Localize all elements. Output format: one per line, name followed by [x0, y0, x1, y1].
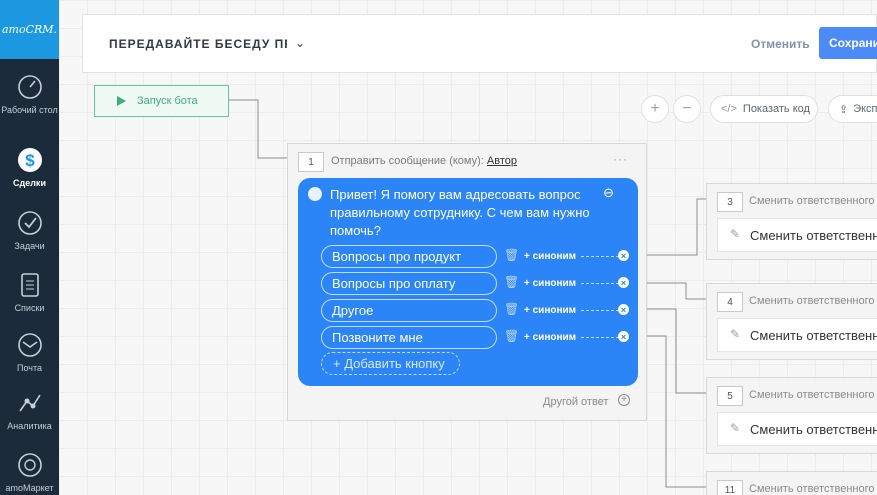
pencil-icon: ✎ — [730, 327, 741, 341]
dashboard-icon — [17, 75, 42, 99]
deals-dollar-icon: $ — [17, 148, 42, 172]
node-title-prefix: Отправить сообщение (кому): — [331, 155, 484, 167]
bot-button-product[interactable]: Вопросы про продукт — [321, 245, 497, 268]
svg-text:$: $ — [25, 151, 35, 170]
action-row[interactable]: ✎ Сменить ответственного — [717, 412, 877, 446]
nav-item-dashboard[interactable]: Рабочий стол — [0, 73, 59, 116]
cancel-button[interactable]: Отменить — [751, 37, 810, 51]
add-synonym-button[interactable]: + синоним — [524, 332, 577, 343]
plus-icon: + — [333, 356, 345, 371]
nav-item-market[interactable]: amoМаркет — [0, 451, 59, 494]
nav-item-mail[interactable]: Почта — [0, 331, 59, 374]
add-button-button[interactable]: + Добавить кнопку — [321, 352, 460, 375]
save-button[interactable]: Сохранить — [819, 27, 877, 59]
nav-label-market: amoМаркет — [5, 483, 54, 493]
mail-icon — [17, 333, 42, 357]
recipient-link[interactable]: Автор — [486, 155, 517, 167]
connector-dash — [581, 283, 619, 284]
trash-icon[interactable]: 🗑 — [504, 329, 520, 343]
trash-icon[interactable]: 🗑 — [504, 248, 520, 262]
message-bubble[interactable]: Привет! Я помогу вам адресовать вопрос п… — [298, 178, 638, 386]
send-message-node[interactable]: 1 Отправить сообщение (кому): Автор ··· … — [287, 143, 647, 421]
message-text[interactable]: Привет! Я помогу вам адресовать вопрос п… — [330, 187, 590, 238]
export-icon: ⇪ — [839, 103, 849, 116]
bot-header: ПЕРЕДАВАЙТЕ БЕСЕДУ ПРАВИЛЬНЫМ ⌄ Отменить… — [82, 14, 877, 73]
trash-icon[interactable]: 🗑 — [504, 302, 520, 316]
nav-item-tasks[interactable]: Задачи — [0, 209, 59, 252]
node-title: Отправить сообщение (кому): Автор — [331, 155, 517, 167]
bot-button-other[interactable]: Другое — [321, 299, 497, 322]
zoom-in-button[interactable]: + — [641, 95, 669, 123]
nav-item-deals[interactable]: $ Сделки — [0, 146, 59, 189]
play-icon — [117, 96, 126, 106]
connector-handle-icon[interactable]: × — [618, 304, 629, 315]
show-code-label: Показать код — [742, 103, 810, 115]
nav-label-analytics: Аналитика — [7, 421, 52, 431]
change-responsible-node[interactable]: 3 Сменить ответственного ✎ Сменить ответ… — [706, 183, 877, 260]
node-number: 5 — [717, 386, 743, 406]
nav-item-lists[interactable]: Списки — [0, 271, 59, 314]
node-number: 4 — [717, 292, 743, 312]
action-row[interactable]: ✎ Сменить ответственного — [717, 318, 877, 352]
node-title: Сменить ответственного — [749, 295, 875, 307]
add-synonym-button[interactable]: + синоним — [524, 305, 577, 316]
action-row[interactable]: ✎ Сменить ответственного — [717, 218, 877, 252]
add-circle-icon[interactable]: + — [618, 394, 630, 406]
node-title: Сменить ответственного — [749, 389, 875, 401]
code-icon: </> — [721, 103, 737, 115]
node-title: Сменить ответственного — [749, 195, 875, 207]
nav-item-analytics[interactable]: Аналитика — [0, 389, 59, 432]
node-number: 3 — [717, 192, 743, 212]
action-label: Сменить ответственного — [750, 228, 877, 243]
nav-label-deals: Сделки — [13, 178, 46, 188]
node-menu-icon[interactable]: ··· — [613, 152, 628, 166]
nav-label-dashboard: Рабочий стол — [1, 105, 58, 115]
zoom-out-button[interactable]: − — [673, 95, 701, 123]
export-button[interactable]: ⇪ Экспорт — [828, 95, 877, 123]
chevron-down-icon[interactable]: ⌄ — [295, 36, 306, 50]
action-label: Сменить ответственного — [750, 422, 877, 437]
analytics-icon — [18, 394, 41, 412]
tasks-check-icon — [17, 211, 42, 235]
market-icon — [17, 453, 42, 477]
change-responsible-node[interactable]: 11 Сменить ответственного — [706, 471, 877, 495]
connector-dash — [581, 256, 619, 257]
bot-avatar-icon — [308, 187, 322, 201]
add-synonym-button[interactable]: + синоним — [524, 278, 577, 289]
attachment-icon[interactable]: ⊘ — [599, 183, 618, 202]
show-code-button[interactable]: </> Показать код — [710, 95, 818, 123]
other-answer-label[interactable]: Другой ответ — [543, 396, 609, 408]
change-responsible-node[interactable]: 5 Сменить ответственного ✎ Сменить ответ… — [706, 377, 877, 454]
start-bot-label: Запуск бота — [137, 95, 198, 107]
connector-handle-icon[interactable]: × — [618, 250, 629, 261]
nav-label-tasks: Задачи — [14, 241, 45, 251]
add-button-label: Добавить кнопку — [344, 356, 445, 371]
left-nav: amoCRM. Рабочий стол $ Сделки Задачи Спи… — [0, 0, 59, 495]
node-number: 11 — [717, 480, 743, 495]
connector-dash — [581, 337, 619, 338]
bot-button-call-me[interactable]: Позвоните мне — [321, 326, 497, 349]
pencil-icon: ✎ — [730, 421, 741, 435]
lists-icon — [20, 273, 39, 297]
nav-label-lists: Списки — [14, 303, 45, 313]
connector-handle-icon[interactable]: × — [618, 277, 629, 288]
pencil-icon: ✎ — [730, 227, 741, 241]
bot-title[interactable]: ПЕРЕДАВАЙТЕ БЕСЕДУ ПРАВИЛЬНЫМ — [109, 37, 287, 51]
nav-label-mail: Почта — [17, 363, 42, 373]
change-responsible-node[interactable]: 4 Сменить ответственного ✎ Сменить ответ… — [706, 283, 877, 360]
bot-button-payment[interactable]: Вопросы про оплату — [321, 272, 497, 295]
export-label: Экспорт — [853, 103, 877, 115]
add-synonym-button[interactable]: + синоним — [524, 251, 577, 262]
node-number: 1 — [298, 152, 324, 172]
trash-icon[interactable]: 🗑 — [504, 275, 520, 289]
action-label: Сменить ответственного — [750, 328, 877, 343]
connector-handle-icon[interactable]: × — [618, 331, 629, 342]
node-title: Сменить ответственного — [749, 483, 875, 495]
connector-dash — [581, 310, 619, 311]
start-bot-node[interactable]: Запуск бота — [94, 85, 229, 117]
amocrm-logo[interactable]: amoCRM. — [0, 0, 59, 59]
